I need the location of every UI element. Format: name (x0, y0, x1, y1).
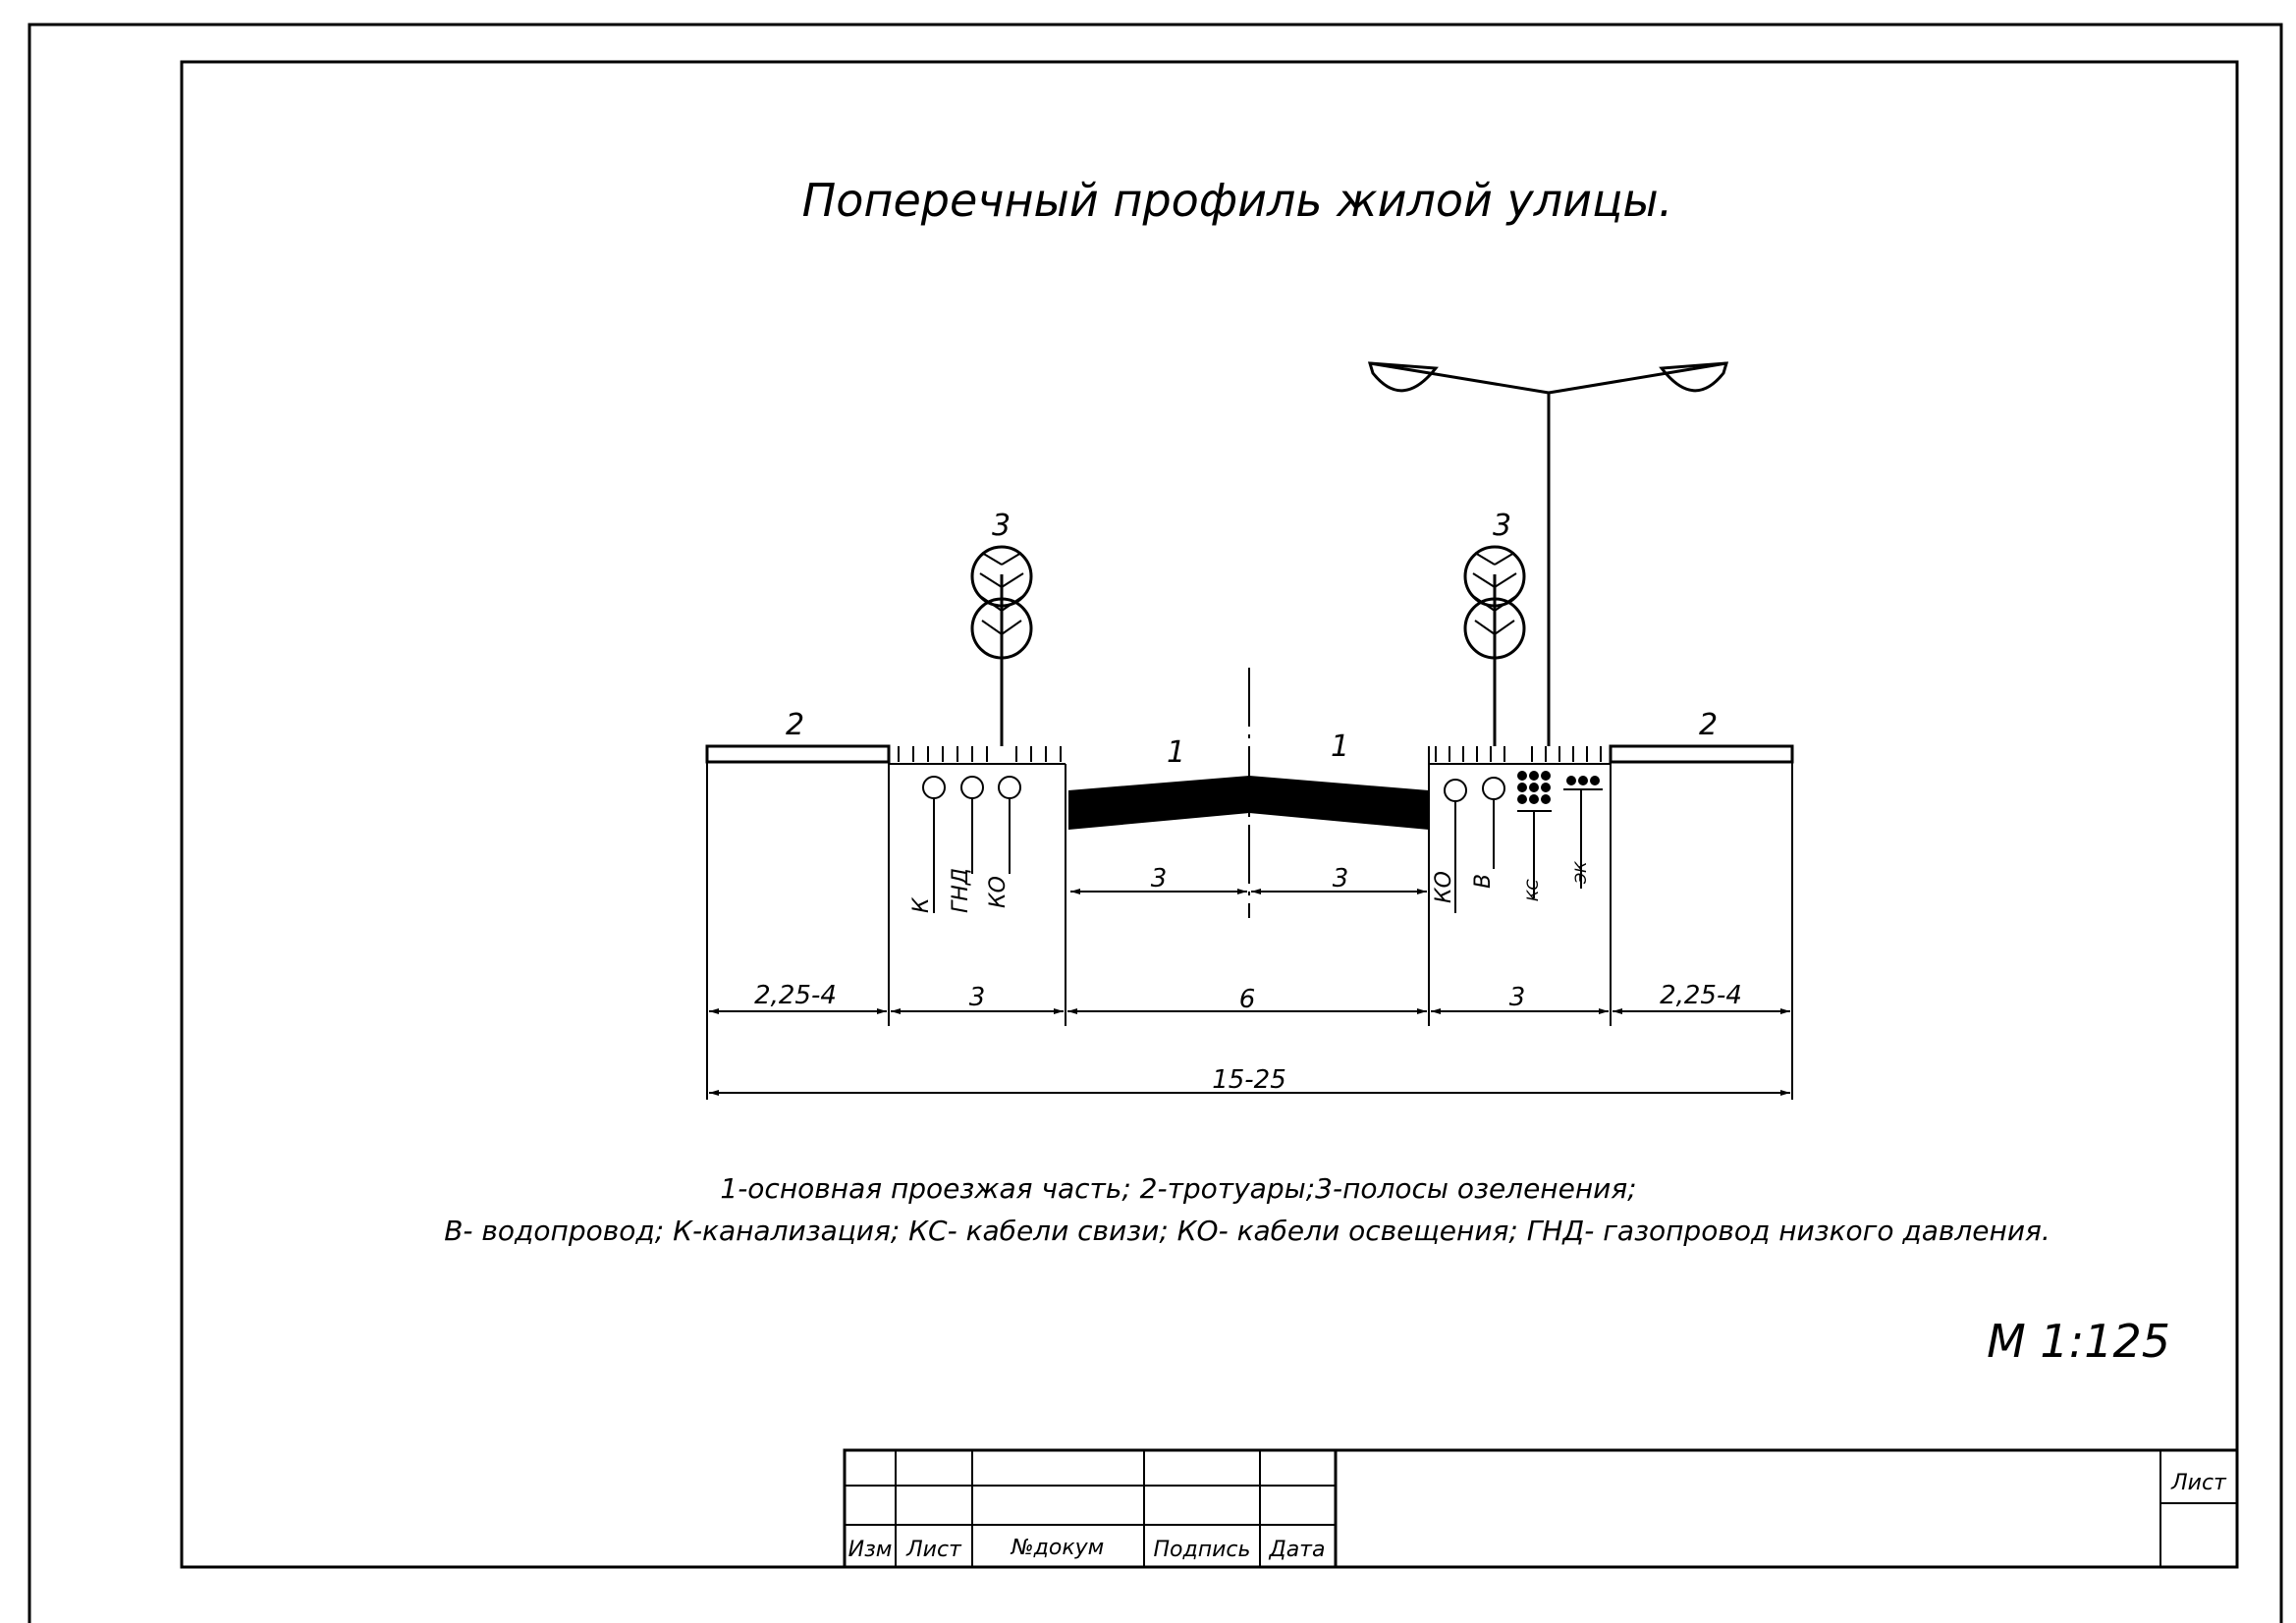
roadway-right-label: 1 (1331, 730, 1349, 764)
tree-left-label: 3 (992, 509, 1011, 543)
stamp-col-sign: Подпись (1154, 1538, 1251, 1562)
street-lamp (1367, 361, 1729, 746)
cable-bundle-ek (1566, 776, 1600, 785)
dimension-chain (709, 1008, 1790, 1096)
utility-v-label: В (1471, 874, 1496, 889)
sidewalk-right-label: 2 (1699, 708, 1718, 742)
legend-line-1: 1-основная проезжая часть; 2-тротуары;3-… (720, 1172, 1636, 1205)
dim-roadway-value: 6 (1239, 985, 1256, 1014)
dim-half-road-left-value: 3 (1151, 864, 1168, 893)
title-block (843, 1448, 2239, 1569)
sidewalk-left-label: 2 (786, 708, 804, 742)
tree-right (1463, 545, 1526, 746)
dim-sidewalk-left-value: 2,25-4 (754, 981, 837, 1010)
dim-green-left-value: 3 (969, 983, 986, 1012)
outer-frame (27, 23, 2283, 1623)
sidewalk-left (705, 744, 891, 764)
cable-bundle-ks (1517, 771, 1551, 804)
tree-left (970, 545, 1033, 746)
green-strip-hatch-left (898, 746, 1062, 762)
utility-gnd-label: ГНД (949, 868, 973, 913)
drawing-title: Поперечный профиль жилой улицы. (802, 174, 1673, 227)
utilities-left (922, 776, 1021, 913)
utilities-right (1444, 777, 1603, 913)
stamp-col-list: Лист (905, 1538, 962, 1562)
stamp-col-doc: №докум (1011, 1536, 1104, 1560)
stamp-col-izm: Изм (848, 1538, 893, 1562)
tree-right-label: 3 (1493, 509, 1511, 543)
utility-ko-right-label: КО (1432, 871, 1456, 903)
stamp-col-date: Дата (1269, 1538, 1326, 1562)
utility-ek-label: ЭК (1571, 861, 1590, 885)
dim-total-value: 15-25 (1212, 1065, 1286, 1095)
green-strip-hatch-right (1435, 746, 1602, 762)
sidewalk-right (1609, 744, 1794, 764)
drawing-scale: М 1:125 (1987, 1315, 2170, 1368)
utility-ko-left-label: КО (986, 876, 1011, 908)
dim-half-road-right-value: 3 (1333, 864, 1349, 893)
roadway-left-label: 1 (1167, 735, 1185, 770)
utility-k-label: К (909, 896, 934, 913)
utility-ks-label: КС (1523, 879, 1542, 901)
stamp-sheet-label: Лист (2170, 1471, 2227, 1495)
dim-sidewalk-right-value: 2,25-4 (1660, 981, 1742, 1010)
dim-green-right-value: 3 (1509, 983, 1526, 1012)
legend-line-2: В- водопровод; К-канализация; КС- кабели… (444, 1215, 2050, 1247)
